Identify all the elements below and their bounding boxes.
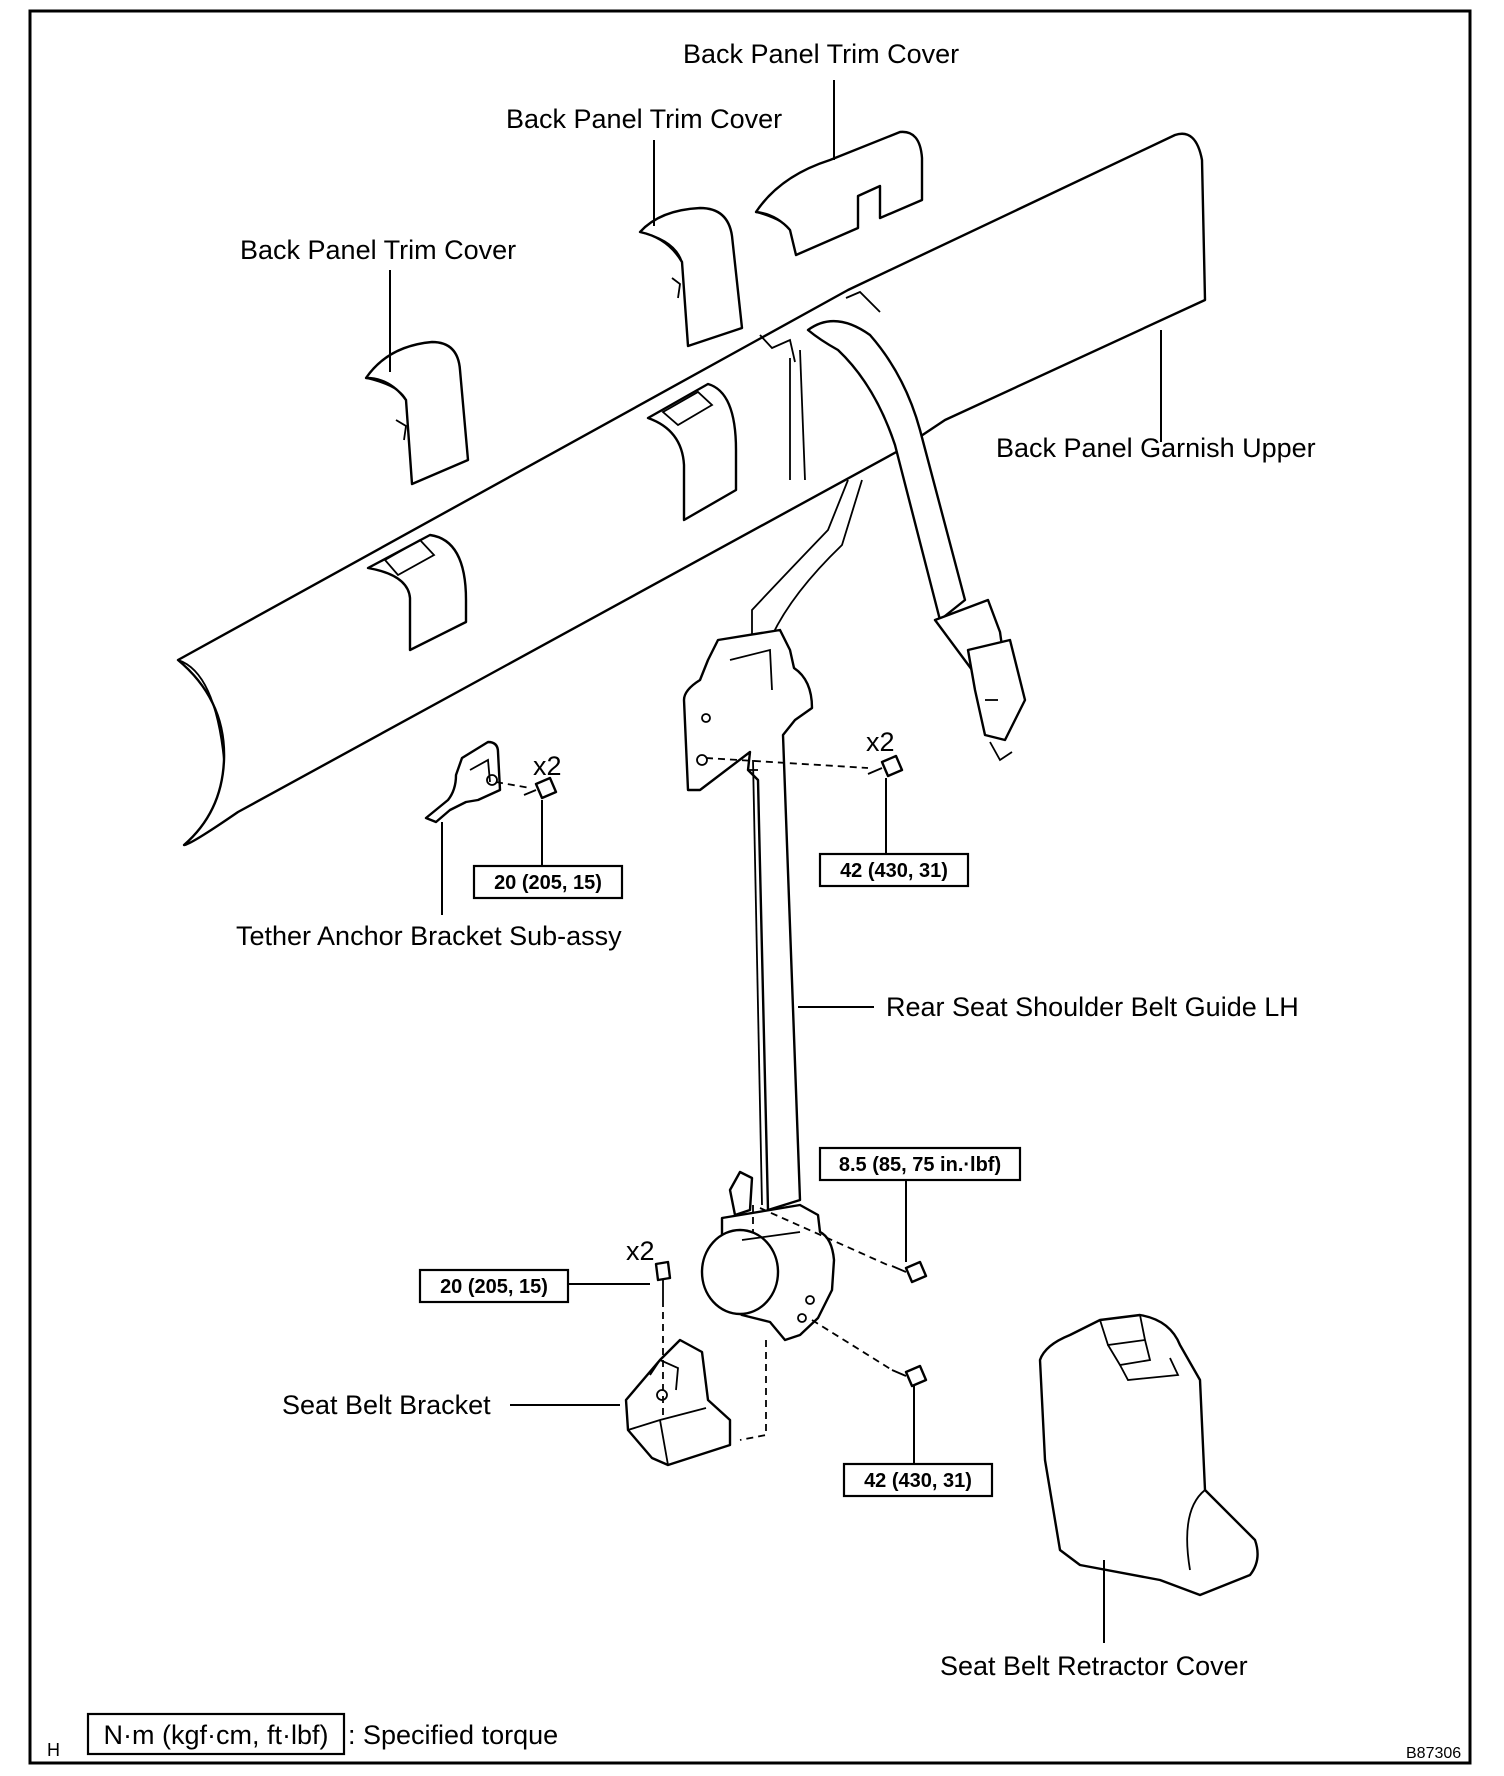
torque-bracket-value: 20 (205, 15)	[440, 1276, 548, 1298]
seat-belt-retractor-cover	[1038, 1313, 1259, 1597]
qty-bracket-bolts: x2	[626, 1236, 655, 1266]
bolt-retractor-lower	[891, 1364, 928, 1388]
trim-cover-left	[364, 340, 470, 486]
torque-box-guide-upper: 42 (430, 31)	[818, 852, 970, 888]
retractor-assembly	[700, 1170, 836, 1342]
bolt-guide-upper	[867, 754, 904, 778]
bolt-bracket	[654, 1260, 672, 1300]
alignment-lines	[495, 757, 893, 1441]
back-panel-garnish-upper	[176, 132, 1207, 847]
bolt-tether	[523, 776, 558, 800]
torque-legend: N·m (kgf·cm, ft·lbf) : Specified torque	[86, 1712, 558, 1756]
bolt-retractor-small	[891, 1260, 928, 1284]
torque-box-retractor-lower: 42 (430, 31)	[842, 1462, 994, 1498]
shoulder-belt-guide	[682, 628, 814, 1212]
label-trim-cover-top: Back Panel Trim Cover	[683, 39, 959, 69]
label-retractor-cover: Seat Belt Retractor Cover	[940, 1651, 1248, 1681]
trim-cover-middle	[638, 206, 744, 348]
leader-lines	[389, 80, 1162, 1643]
torque-box-bracket: 20 (205, 15)	[418, 1268, 570, 1304]
clip-opening-left	[366, 533, 468, 652]
corner-left-code: H	[47, 1740, 60, 1760]
trim-cover-top	[754, 130, 924, 257]
clip-opening-middle	[646, 382, 738, 522]
torque-retractor-small-value: 8.5 (85, 75 in.·lbf)	[839, 1154, 1001, 1176]
tether-anchor-bracket	[424, 740, 502, 824]
belt-webbing	[751, 319, 1027, 762]
label-tether-anchor: Tether Anchor Bracket Sub-assy	[236, 921, 622, 951]
legend-description: : Specified torque	[348, 1720, 558, 1750]
label-trim-cover-middle: Back Panel Trim Cover	[506, 104, 782, 134]
label-seat-belt-bracket: Seat Belt Bracket	[282, 1390, 491, 1420]
torque-retractor-lower-value: 42 (430, 31)	[864, 1470, 972, 1492]
torque-guide-upper-value: 42 (430, 31)	[840, 860, 948, 882]
torque-box-tether: 20 (205, 15)	[472, 864, 624, 900]
label-garnish-upper: Back Panel Garnish Upper	[996, 433, 1316, 463]
figure-frame	[28, 9, 1472, 1765]
torque-tether-value: 20 (205, 15)	[494, 872, 602, 894]
label-trim-cover-left: Back Panel Trim Cover	[240, 235, 516, 265]
qty-tether-bolts: x2	[533, 751, 562, 781]
legend-unit-box: N·m (kgf·cm, ft·lbf)	[104, 1720, 329, 1750]
torque-box-retractor-small: 8.5 (85, 75 in.·lbf)	[818, 1146, 1022, 1182]
seat-belt-bracket	[624, 1338, 732, 1467]
label-shoulder-belt-guide: Rear Seat Shoulder Belt Guide LH	[886, 992, 1299, 1022]
figure-id: B87306	[1406, 1745, 1461, 1762]
qty-guide-bolts: x2	[866, 727, 895, 757]
